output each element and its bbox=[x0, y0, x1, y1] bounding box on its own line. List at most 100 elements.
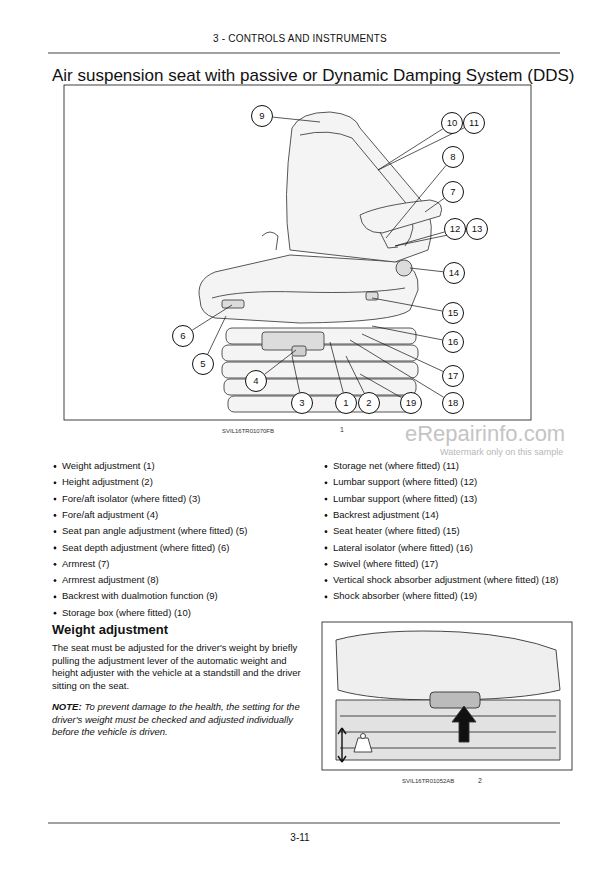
list-item: Storage net (where fitted) (11) bbox=[333, 460, 459, 471]
bullet bbox=[54, 530, 57, 533]
callout-circle: 13 bbox=[466, 218, 488, 240]
list-item: Lateral isolator (where fitted) (16) bbox=[333, 542, 473, 553]
bullet bbox=[54, 579, 57, 582]
callout-number: 2 bbox=[366, 398, 371, 408]
callout-number: 7 bbox=[450, 187, 455, 197]
header-rule bbox=[48, 53, 560, 54]
list-item: Lumbar support (where fitted) (12) bbox=[333, 476, 477, 487]
callout-number: 16 bbox=[448, 337, 459, 347]
callout-circle: 6 bbox=[172, 325, 194, 347]
leader-line bbox=[425, 198, 444, 212]
leader-line bbox=[192, 305, 232, 330]
bullet bbox=[325, 547, 328, 550]
leader-line bbox=[395, 232, 444, 246]
leader-line bbox=[265, 350, 296, 374]
callout-number: 8 bbox=[450, 152, 455, 162]
list-item: Fore/aft isolator (where fitted) (3) bbox=[62, 493, 200, 504]
callout-circle: 11 bbox=[463, 112, 485, 134]
watermark-note: Watermark only on this sample bbox=[440, 447, 563, 458]
pull-arrow bbox=[452, 706, 476, 742]
callout-circle: 19 bbox=[400, 392, 422, 414]
callout-number: 13 bbox=[472, 224, 483, 234]
callout-circle: 17 bbox=[442, 365, 464, 387]
callout-circle: 2 bbox=[358, 392, 380, 414]
callout-circle: 4 bbox=[245, 370, 267, 392]
leader-line bbox=[372, 298, 442, 311]
list-item: Fore/aft adjustment (4) bbox=[62, 509, 158, 520]
leader-line bbox=[378, 129, 443, 170]
callout-number: 10 bbox=[447, 118, 458, 128]
list-item: Seat heater (where fitted) (15) bbox=[333, 525, 460, 536]
callout-circle: 9 bbox=[251, 105, 273, 127]
bullet bbox=[325, 563, 328, 566]
note-text: NOTE:To prevent damage to the health, th… bbox=[52, 701, 310, 739]
page-title: Air suspension seat with passive or Dyna… bbox=[52, 66, 574, 86]
leader-line bbox=[386, 165, 446, 238]
list-item: Weight adjustment (1) bbox=[62, 460, 155, 471]
callout-number: 11 bbox=[469, 118, 479, 128]
callout-circle: 12 bbox=[444, 218, 466, 240]
bullet bbox=[325, 465, 328, 468]
callout-number: 18 bbox=[448, 398, 459, 408]
callout-number: 19 bbox=[406, 398, 417, 408]
list-item: Backrest adjustment (14) bbox=[333, 509, 439, 520]
bullet bbox=[54, 465, 57, 468]
section-header: 3 - CONTROLS AND INSTRUMENTS bbox=[150, 33, 450, 45]
figure-code: SVIL16TR01052AB bbox=[402, 778, 454, 785]
backrest bbox=[286, 112, 431, 262]
bullet bbox=[325, 498, 328, 501]
seat-cushion bbox=[199, 255, 418, 323]
figure-number: 1 bbox=[340, 426, 344, 434]
callout-number: 15 bbox=[448, 308, 459, 318]
callout-number: 1 bbox=[343, 398, 348, 408]
list-item: Armrest adjustment (8) bbox=[62, 574, 159, 585]
page-number: 3-11 bbox=[250, 832, 350, 844]
callout-circle: 3 bbox=[291, 392, 313, 414]
list-item: Height adjustment (2) bbox=[62, 476, 153, 487]
callout-number: 17 bbox=[448, 371, 459, 381]
leader-line bbox=[273, 117, 320, 122]
note-label: NOTE: bbox=[52, 701, 82, 712]
list-item: Armrest (7) bbox=[62, 558, 110, 569]
bellows-layer bbox=[228, 396, 414, 412]
callout-number: 14 bbox=[449, 268, 460, 278]
list-item: Shock absorber (where fitted) (19) bbox=[333, 590, 477, 601]
bullet bbox=[325, 514, 328, 517]
list-item: Backrest with dualmotion function (9) bbox=[62, 590, 218, 601]
bellows-lines bbox=[340, 716, 556, 748]
leader-line bbox=[372, 326, 442, 340]
footer-rule bbox=[48, 823, 560, 824]
armrest bbox=[360, 200, 442, 233]
bullet bbox=[54, 481, 57, 484]
note-body: To prevent damage to the health, the set… bbox=[52, 701, 300, 737]
bullet bbox=[325, 579, 328, 582]
seat-cushion bbox=[336, 631, 560, 700]
callout-circle: 7 bbox=[442, 181, 464, 203]
weight-lever-illustration bbox=[336, 631, 560, 762]
list-item: Swivel (where fitted) (17) bbox=[333, 558, 438, 569]
callout-number: 9 bbox=[259, 111, 264, 121]
body-text: The seat must be adjusted for the driver… bbox=[52, 642, 310, 692]
leader-line bbox=[350, 340, 444, 397]
figure-code: SVIL16TR01070FB bbox=[222, 428, 274, 435]
list-bullets bbox=[54, 465, 328, 614]
bullet bbox=[54, 514, 57, 517]
callout-circle: 5 bbox=[192, 353, 214, 375]
watermark: eRepairinfo.com bbox=[405, 421, 565, 447]
weight-symbol-ring bbox=[361, 734, 366, 739]
list-item: Seat depth adjustment (where fitted) (6) bbox=[62, 542, 229, 553]
section-heading: Weight adjustment bbox=[52, 622, 168, 638]
list-item: Seat pan angle adjustment (where fitted)… bbox=[62, 525, 247, 536]
callout-number: 4 bbox=[253, 376, 258, 386]
seat-belt-buckle bbox=[262, 232, 278, 250]
bullet bbox=[54, 547, 57, 550]
callout-number: 12 bbox=[450, 224, 461, 234]
callout-number: 5 bbox=[200, 359, 205, 369]
callout-number: 6 bbox=[180, 331, 185, 341]
bullet bbox=[54, 612, 57, 615]
figure-frame bbox=[64, 85, 531, 420]
bullet bbox=[325, 530, 328, 533]
bullet bbox=[325, 481, 328, 484]
list-item: Vertical shock absorber adjustment (wher… bbox=[333, 574, 558, 585]
adjustment-lever bbox=[430, 692, 480, 708]
